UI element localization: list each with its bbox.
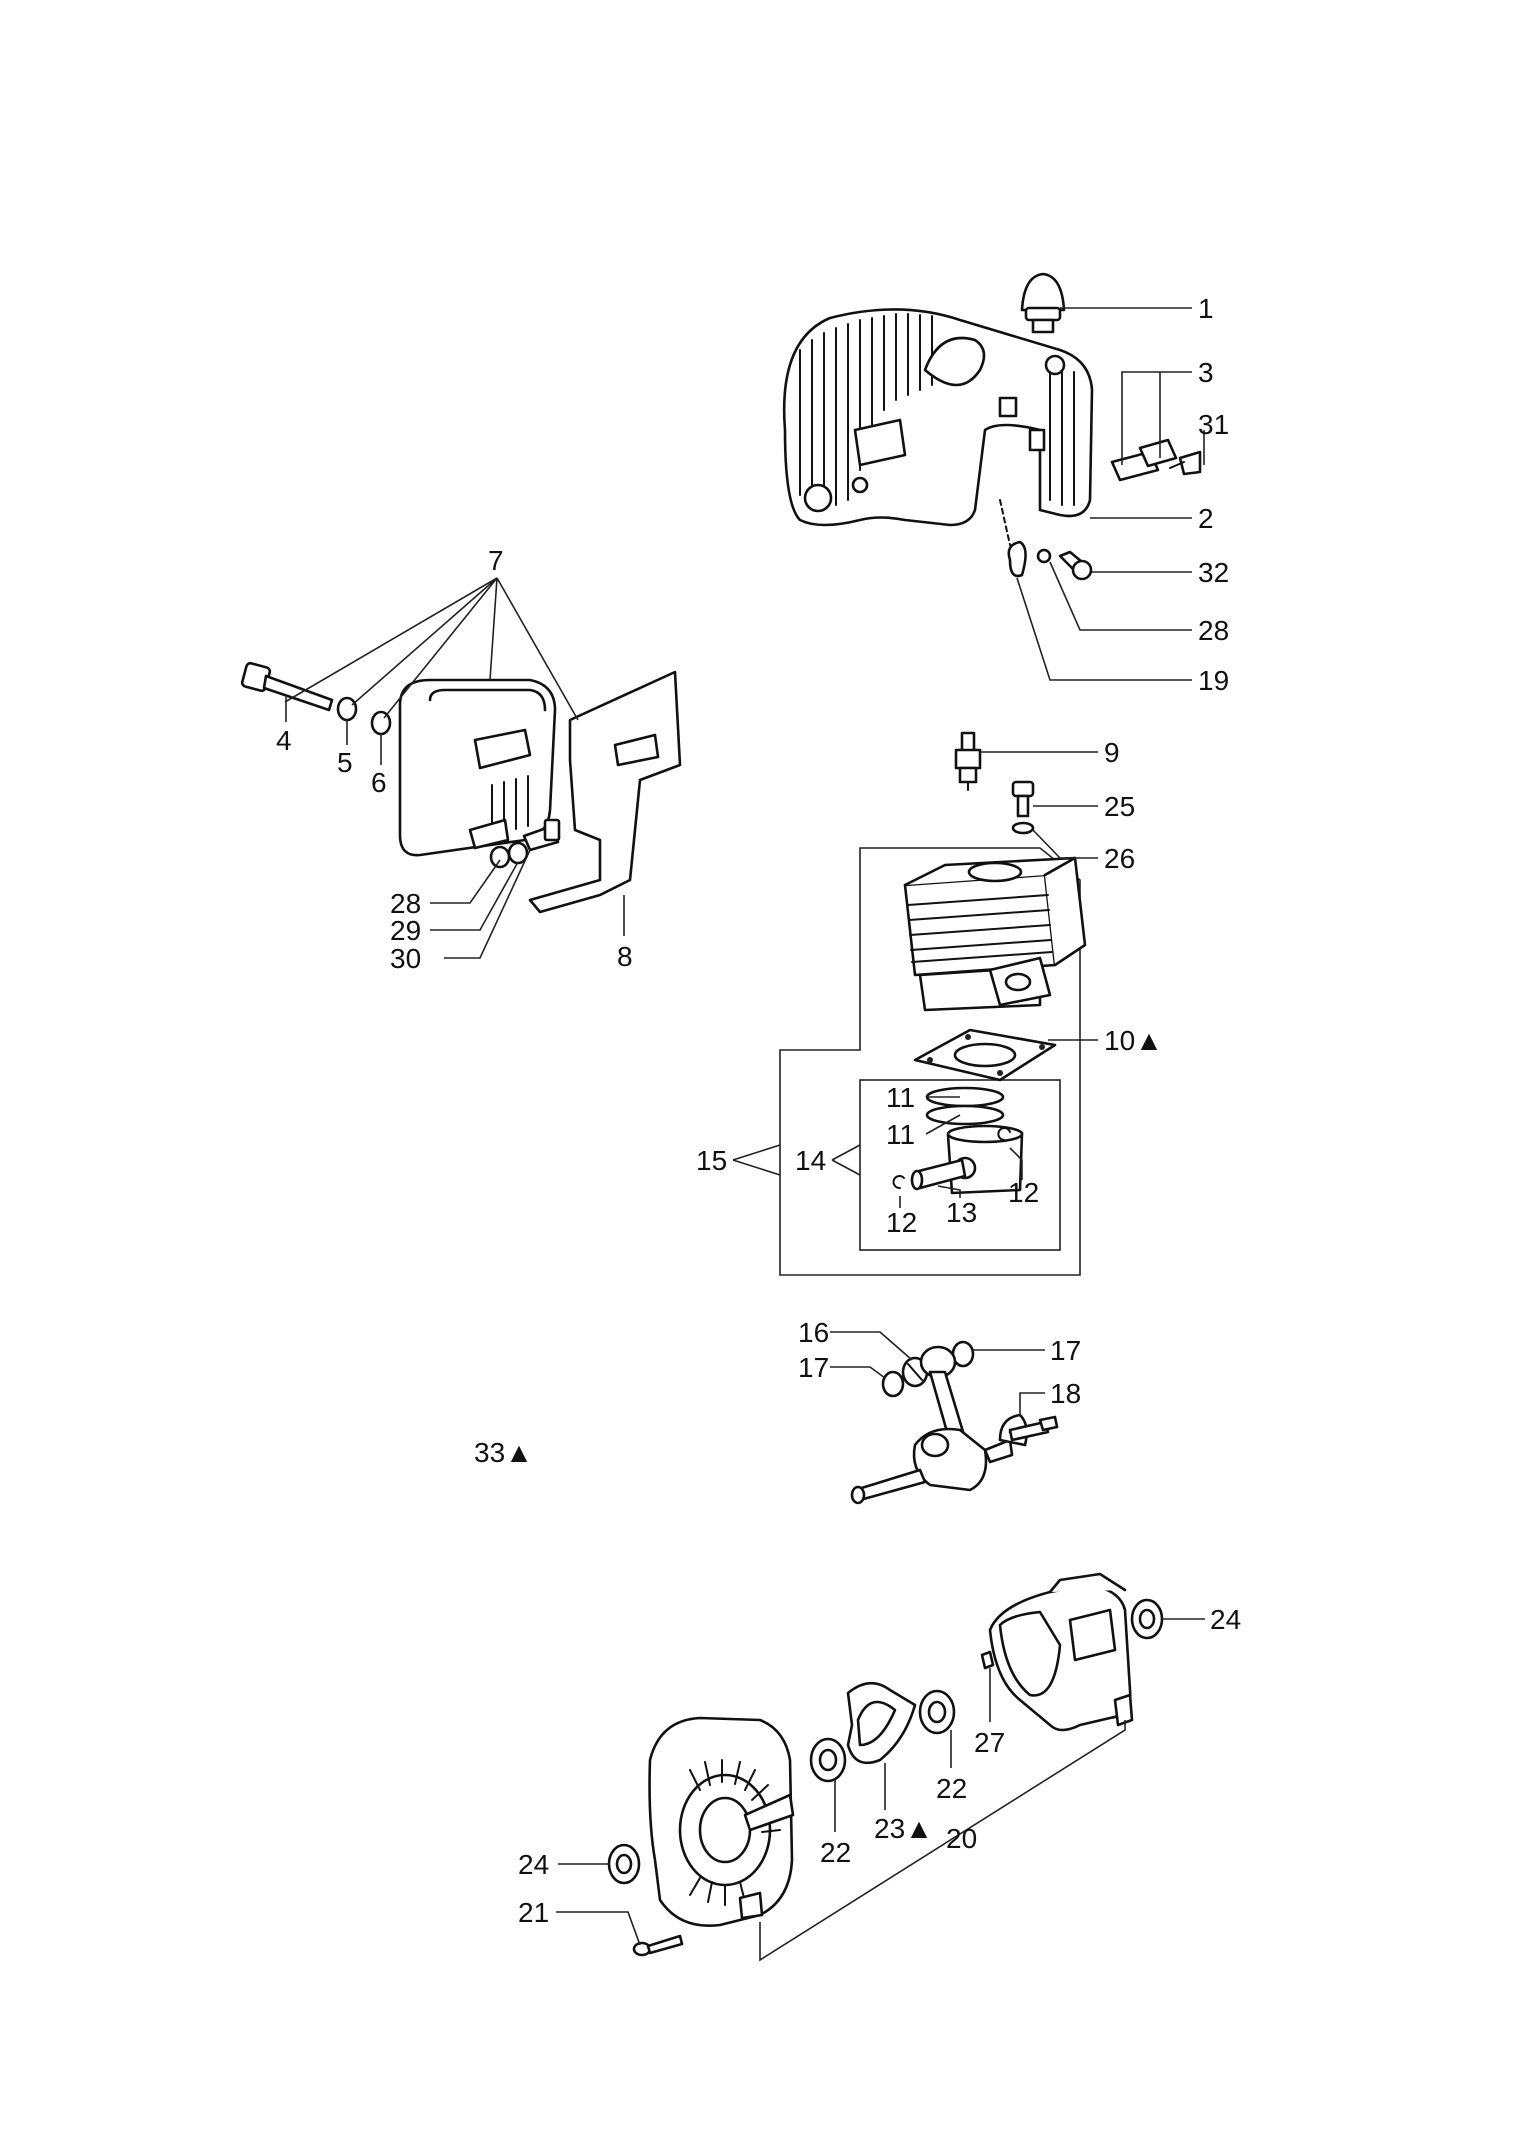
callout-8: 8 [617, 941, 633, 972]
cover-clip-part [1007, 540, 1027, 578]
clip-plate-part [1110, 438, 1178, 482]
washer-29-part [507, 841, 529, 865]
callout-13: 13 [946, 1197, 977, 1228]
oil-seal-right-part [1130, 1598, 1164, 1640]
callout-24-left: 24 [518, 1849, 549, 1880]
callout-9: 9 [1104, 737, 1120, 768]
callout-12-left: 12 [886, 1207, 917, 1238]
callout-11-bottom: 11 [886, 1119, 915, 1150]
callout-19: 19 [1198, 665, 1229, 696]
kit-14-frame [859, 1079, 1061, 1251]
callout-23: 23▲ [874, 1813, 933, 1844]
crankcase-right-part [988, 1572, 1134, 1732]
callout-7: 7 [488, 545, 504, 576]
washer-6-part [370, 710, 392, 736]
kit-15-frame [779, 847, 1081, 1276]
callout-33: 33▲ [474, 1437, 533, 1468]
cover-screw-part [1169, 450, 1202, 476]
muffler-part [398, 678, 557, 857]
main-bearing-left-part [809, 1737, 847, 1783]
crankcase-gasket-part [846, 1681, 917, 1765]
callout-3: 3 [1198, 357, 1214, 388]
cylinder-washer-part [1011, 821, 1035, 835]
callout-30: 30 [390, 943, 421, 974]
cylinder-part [903, 856, 1087, 1012]
washer-28-part [489, 845, 511, 869]
muffler-bolt-part [522, 818, 561, 852]
piston-pin-part [910, 1158, 967, 1191]
callout-21: 21 [518, 1897, 549, 1928]
callout-28-left: 28 [390, 888, 421, 919]
heat-shield-part [528, 670, 682, 914]
main-bearing-right-part [918, 1689, 956, 1735]
engine-cover-group [782, 272, 1202, 581]
callout-17-left: 17 [798, 1352, 829, 1383]
spark-plug-part [954, 731, 982, 791]
callout-5: 5 [337, 747, 353, 778]
callout-28-top: 28 [1198, 615, 1229, 646]
cylinder-screw-part [1011, 780, 1035, 818]
cylinder-gasket-part [913, 1028, 1057, 1082]
callout-6: 6 [371, 767, 387, 798]
crankcase-screw-part [632, 1934, 684, 1957]
callout-11-top: 11 [886, 1082, 915, 1113]
oil-seal-left-part [607, 1843, 641, 1885]
callout-18: 18 [1050, 1378, 1081, 1409]
muffler-group [240, 661, 682, 914]
callout-16: 16 [798, 1317, 829, 1348]
washer-5-part [336, 696, 358, 722]
piston-part [946, 1124, 1024, 1195]
long-bolt-part [240, 661, 334, 712]
callout-25: 25 [1104, 791, 1135, 822]
circlip-1-part [892, 1175, 905, 1189]
crank-bearing-17-left [881, 1370, 905, 1398]
callout-17-right: 17 [1050, 1335, 1081, 1366]
callout-32: 32 [1198, 557, 1229, 588]
cylinder-group [779, 731, 1087, 1276]
callout-22-left: 22 [820, 1837, 851, 1868]
crankshaft-group [850, 1340, 1059, 1505]
cover-bolt-part [1058, 550, 1093, 581]
primer-bulb-part [1020, 272, 1066, 334]
callout-labels: 1 2 3 31 32 28 19 7 4 5 6 28 29 30 8 9 2… [276, 293, 1241, 1928]
callout-1: 1 [1198, 293, 1214, 324]
dowel-pin-part [980, 1650, 995, 1670]
crankcase-group [607, 1572, 1164, 1957]
callout-29: 29 [390, 915, 421, 946]
callout-22-right: 22 [936, 1773, 967, 1804]
leader-lines [284, 307, 1205, 1962]
callout-31: 31 [1198, 409, 1229, 440]
callout-27: 27 [974, 1727, 1005, 1758]
washer-part [1036, 548, 1052, 564]
callout-14: 14 [795, 1145, 826, 1176]
engine-cover-part [782, 308, 1094, 527]
callout-24-right: 24 [1210, 1604, 1241, 1635]
crankshaft-part [850, 1345, 1059, 1505]
callout-20: 20 [946, 1823, 977, 1854]
callout-2: 2 [1198, 503, 1214, 534]
callout-10: 10▲ [1104, 1025, 1163, 1056]
callout-26: 26 [1104, 843, 1135, 874]
circlip-2-part [997, 1127, 1011, 1141]
piston-ring-2-part [925, 1104, 1005, 1126]
callout-12-right: 12 [1008, 1177, 1039, 1208]
callout-4: 4 [276, 725, 292, 756]
crankcase-left-part [648, 1716, 795, 1927]
callout-15: 15 [696, 1145, 727, 1176]
